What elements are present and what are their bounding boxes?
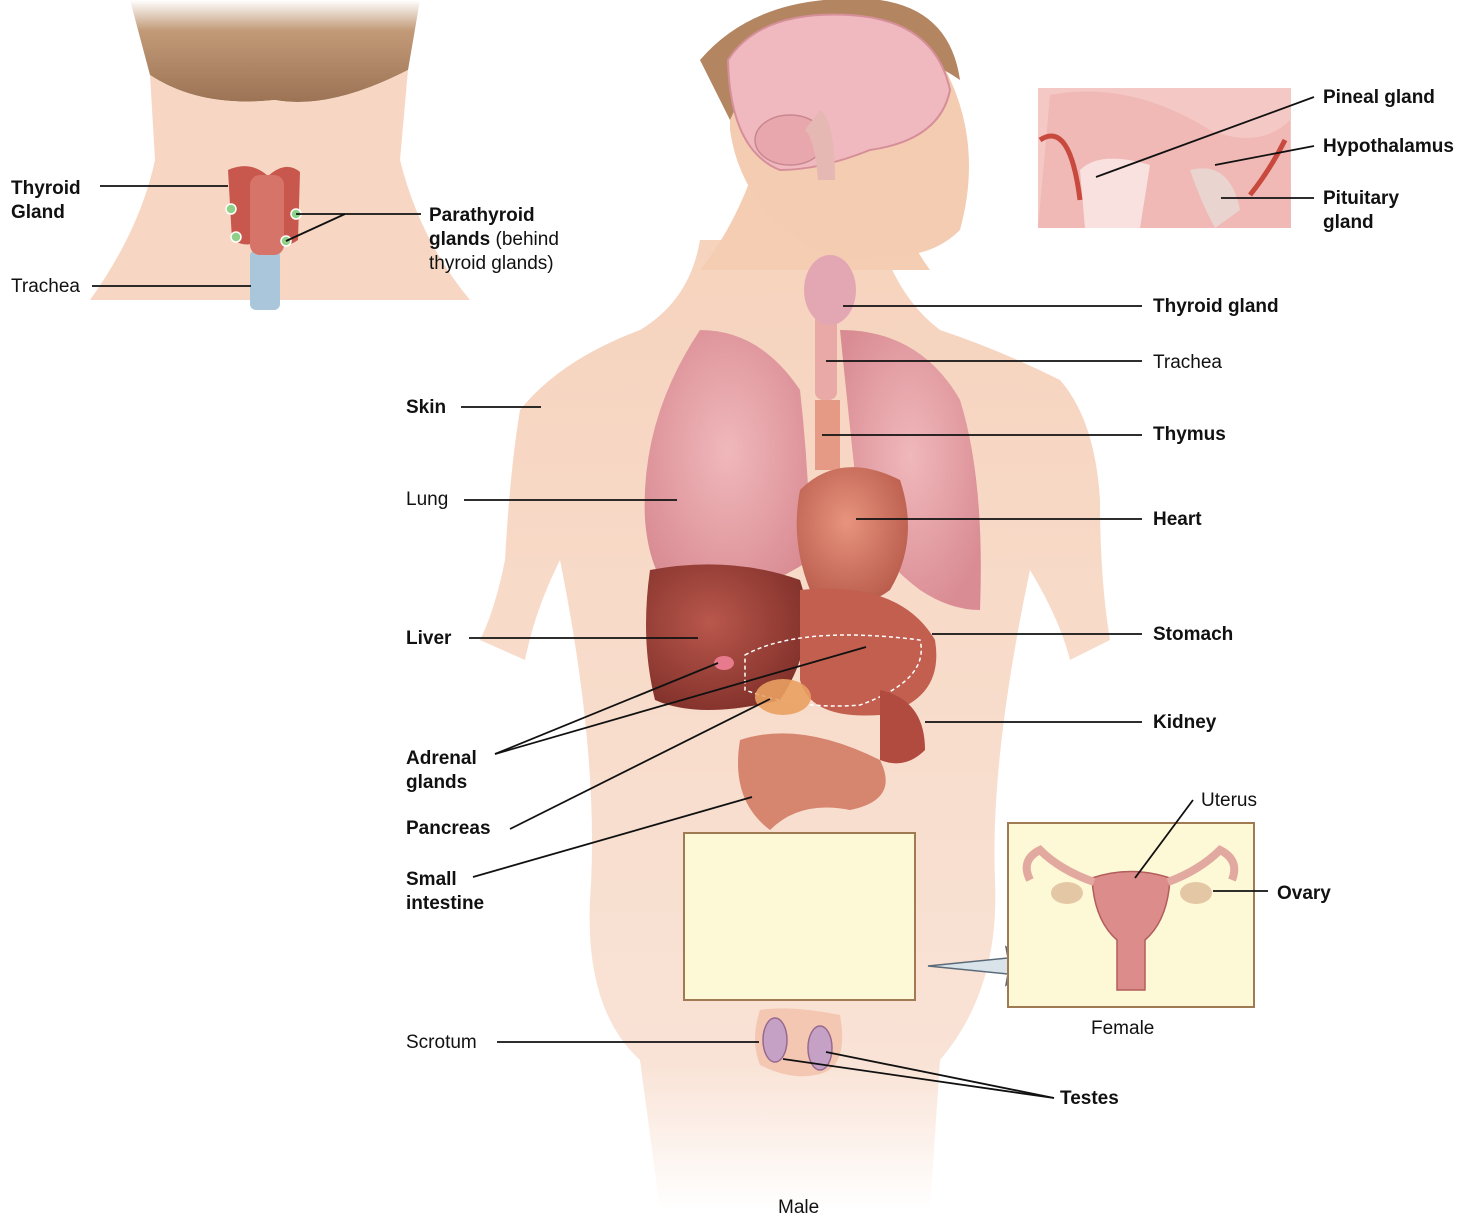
trachea-tube [250,250,280,310]
label-thyroid-gland: Thyroid gland [1153,295,1279,319]
ovary-shape [1180,882,1212,904]
male-inset-box [684,833,915,1000]
label-scrotum: Scrotum [406,1031,477,1055]
label-trachea: Trachea [1153,351,1222,375]
parathyroid-line2-rest: (behind [496,229,559,250]
label-parathyroid-glands: Parathyroid glands (behind thyroid gland… [429,204,559,276]
thyroid-gland-main [804,255,856,325]
label-pituitary-gland: Pituitary gland [1323,187,1399,235]
testis-shape [763,1018,787,1062]
parathyroid-dot [231,232,241,242]
neck-inset [90,0,470,310]
female-inset [1008,823,1254,1007]
pituitary-line2: gland [1323,211,1399,235]
label-uterus: Uterus [1201,789,1257,813]
pituitary-line1: Pituitary [1323,187,1399,211]
adrenal-line1: Adrenal [406,747,477,771]
label-small-intestine: Small intestine [406,868,484,916]
caption-male: Male [778,1196,819,1220]
adrenal-line2: glands [406,771,477,795]
thyroid-label-line1: Thyroid [11,177,81,201]
parathyroid-line1: Parathyroid [429,204,559,228]
label-lung: Lung [406,488,448,512]
heart-shape [797,467,908,605]
label-pineal-gland: Pineal gland [1323,86,1435,110]
label-trachea-neck: Trachea [11,275,80,299]
small-intestine-line1: Small [406,868,484,892]
label-thyroid-gland-neck: Thyroid Gland [11,177,81,225]
caption-female: Female [1091,1017,1154,1041]
label-kidney: Kidney [1153,711,1216,735]
label-hypothalamus: Hypothalamus [1323,135,1454,159]
larynx [250,175,284,255]
label-heart: Heart [1153,508,1202,532]
label-stomach: Stomach [1153,623,1233,647]
thyroid-label-line2: Gland [11,201,81,225]
parathyroid-line2: glands (behind [429,228,559,252]
label-adrenal-glands: Adrenal glands [406,747,477,795]
label-thymus: Thymus [1153,423,1226,447]
parathyroid-line3: thyroid glands) [429,252,559,276]
small-intestine-line2: intestine [406,892,484,916]
parathyroid-line2-bold: glands [429,229,490,250]
pancreas-gland [755,679,811,715]
parathyroid-dot [226,204,236,214]
label-ovary: Ovary [1277,882,1331,906]
label-liver: Liver [406,627,451,651]
label-testes: Testes [1060,1087,1119,1111]
ovary-shape [1051,882,1083,904]
label-pancreas: Pancreas [406,817,491,841]
label-skin: Skin [406,396,446,420]
